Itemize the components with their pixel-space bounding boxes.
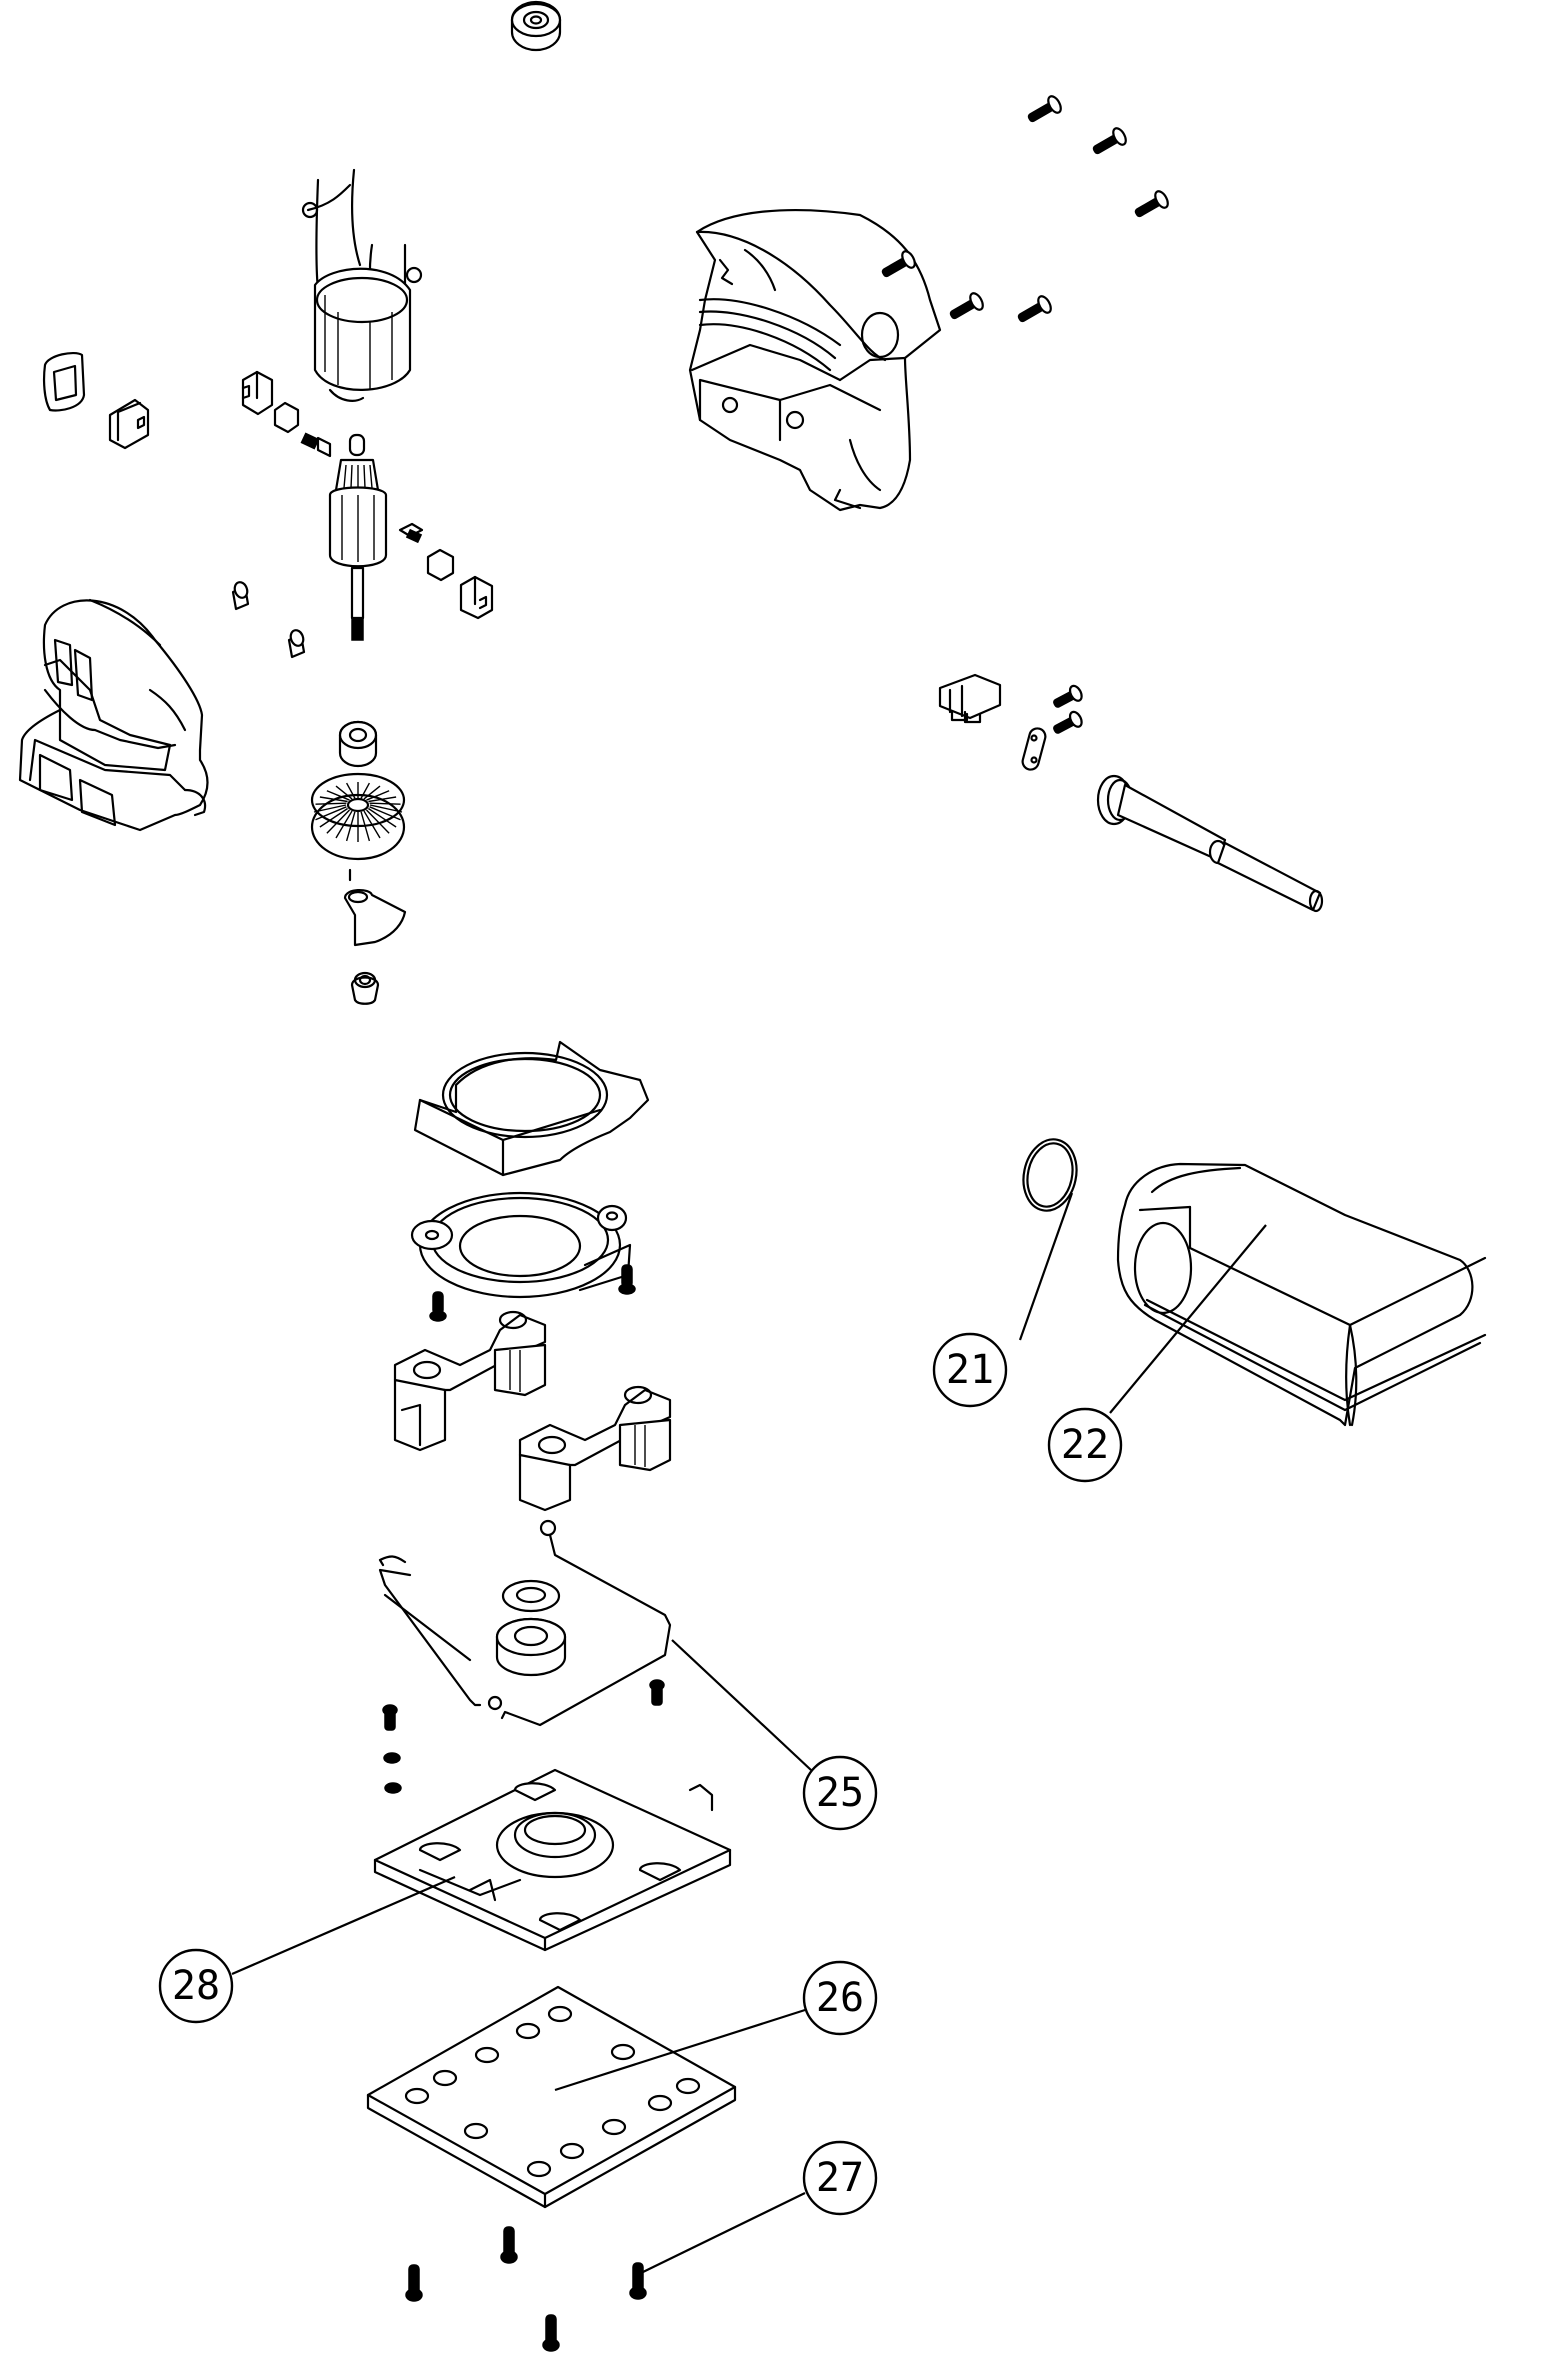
callout-21-label: 21 <box>946 1347 994 1393</box>
bearing-seat-screws <box>429 1264 636 1322</box>
pad-dust-hole <box>647 2094 673 2112</box>
pad-dust-hole <box>559 2142 585 2160</box>
callout-25-label: 25 <box>816 1770 864 1816</box>
fan-fin <box>368 807 397 828</box>
power-cord-sleeve <box>1096 774 1324 913</box>
carbon-brush-left <box>300 432 332 458</box>
pad-dust-hole <box>526 2160 552 2178</box>
callout-25: 25 <box>802 1755 878 1831</box>
pad-dust-hole <box>404 2087 430 2105</box>
fan-fin <box>319 807 348 828</box>
cable-clamp-plate <box>1021 727 1047 771</box>
callout-22: 22 <box>1047 1407 1123 1483</box>
pad-dust-hole <box>675 2077 701 2095</box>
fan-fin <box>335 810 353 839</box>
sanding-pad <box>366 1985 737 2209</box>
leader-26 <box>554 2008 806 2092</box>
carbon-brush-holder-right <box>426 548 455 582</box>
leader-22 <box>1109 1224 1267 1414</box>
bushing-2 <box>287 629 306 659</box>
brush-holder-right <box>459 575 494 620</box>
pad-dust-hole <box>463 2122 489 2140</box>
fan-fin <box>363 785 381 800</box>
callout-27: 27 <box>802 2140 878 2216</box>
counterweight <box>343 889 407 947</box>
screws-and-washers <box>382 1679 665 1794</box>
cable-clamp-terminal <box>938 673 1002 724</box>
o-ring <box>1022 1138 1078 1212</box>
fan-fin <box>360 811 371 842</box>
carbon-brush-holder-left <box>273 401 300 434</box>
housing-half-right <box>688 209 942 512</box>
leader-28 <box>231 1875 456 1976</box>
lower-bearing <box>338 720 378 768</box>
fan-fin <box>345 782 356 799</box>
fan-fin <box>363 810 381 839</box>
fan-fin <box>360 782 371 799</box>
callout-21: 21 <box>932 1332 1008 1408</box>
fan-fin <box>315 806 347 821</box>
cable-clamp-screws <box>1053 684 1083 734</box>
callout-22-label: 22 <box>1061 1422 1109 1468</box>
callout-28-label: 28 <box>172 1963 220 2009</box>
fan-fin <box>369 806 401 821</box>
fan-fin <box>365 809 390 834</box>
fan-fin <box>315 802 347 805</box>
bushing-1 <box>231 581 250 611</box>
field-stator <box>301 168 423 402</box>
leader-25 <box>671 1639 812 1771</box>
pad-dust-hole <box>432 2069 458 2087</box>
fan-fin <box>326 790 350 801</box>
pad-dust-hole <box>601 2118 627 2136</box>
eccentric-nut <box>350 971 380 1005</box>
paper-clamp-wire <box>378 1519 672 1727</box>
pad-dust-hole <box>474 2046 500 2064</box>
rubber-bushing <box>495 1617 567 1677</box>
bearing-seat <box>410 1191 632 1299</box>
pad-dust-hole <box>547 2005 573 2023</box>
bearing-cover <box>413 1040 650 1177</box>
callout-27-label: 27 <box>816 2155 864 2201</box>
pad-dust-hole <box>610 2043 636 2061</box>
fan <box>310 772 406 882</box>
fan-fin <box>368 796 397 803</box>
dust-box <box>1116 1162 1487 1427</box>
top-bearing <box>510 0 562 52</box>
fan-fin <box>369 804 403 813</box>
brush-holder-left <box>241 370 274 416</box>
leader-27 <box>642 2192 806 2273</box>
callout-28: 28 <box>158 1948 234 2024</box>
fan-fin <box>345 811 356 842</box>
felt-washer <box>501 1579 561 1613</box>
fan-fin <box>326 809 351 834</box>
switch-cover <box>42 351 86 412</box>
leader-21 <box>1018 1192 1074 1341</box>
carbon-brush-right <box>398 522 424 544</box>
fan-fin <box>335 785 353 800</box>
fan-fin <box>313 804 347 813</box>
pad-screws <box>405 2226 647 2352</box>
fan-fin <box>319 796 348 803</box>
switch <box>108 398 150 450</box>
callout-26-label: 26 <box>816 1975 864 2021</box>
callout-26: 26 <box>802 1960 878 2036</box>
housing-screws <box>881 95 1169 323</box>
fan-fin <box>366 790 390 801</box>
leader-lines <box>231 1192 1267 2273</box>
housing-half-left <box>18 598 209 832</box>
fan-fin <box>369 802 401 805</box>
pad-dust-hole <box>515 2022 541 2040</box>
pad-support-leg-left <box>393 1310 547 1452</box>
base-plate <box>373 1768 732 1952</box>
pad-support-leg-right <box>518 1385 672 1512</box>
armature <box>328 433 388 641</box>
